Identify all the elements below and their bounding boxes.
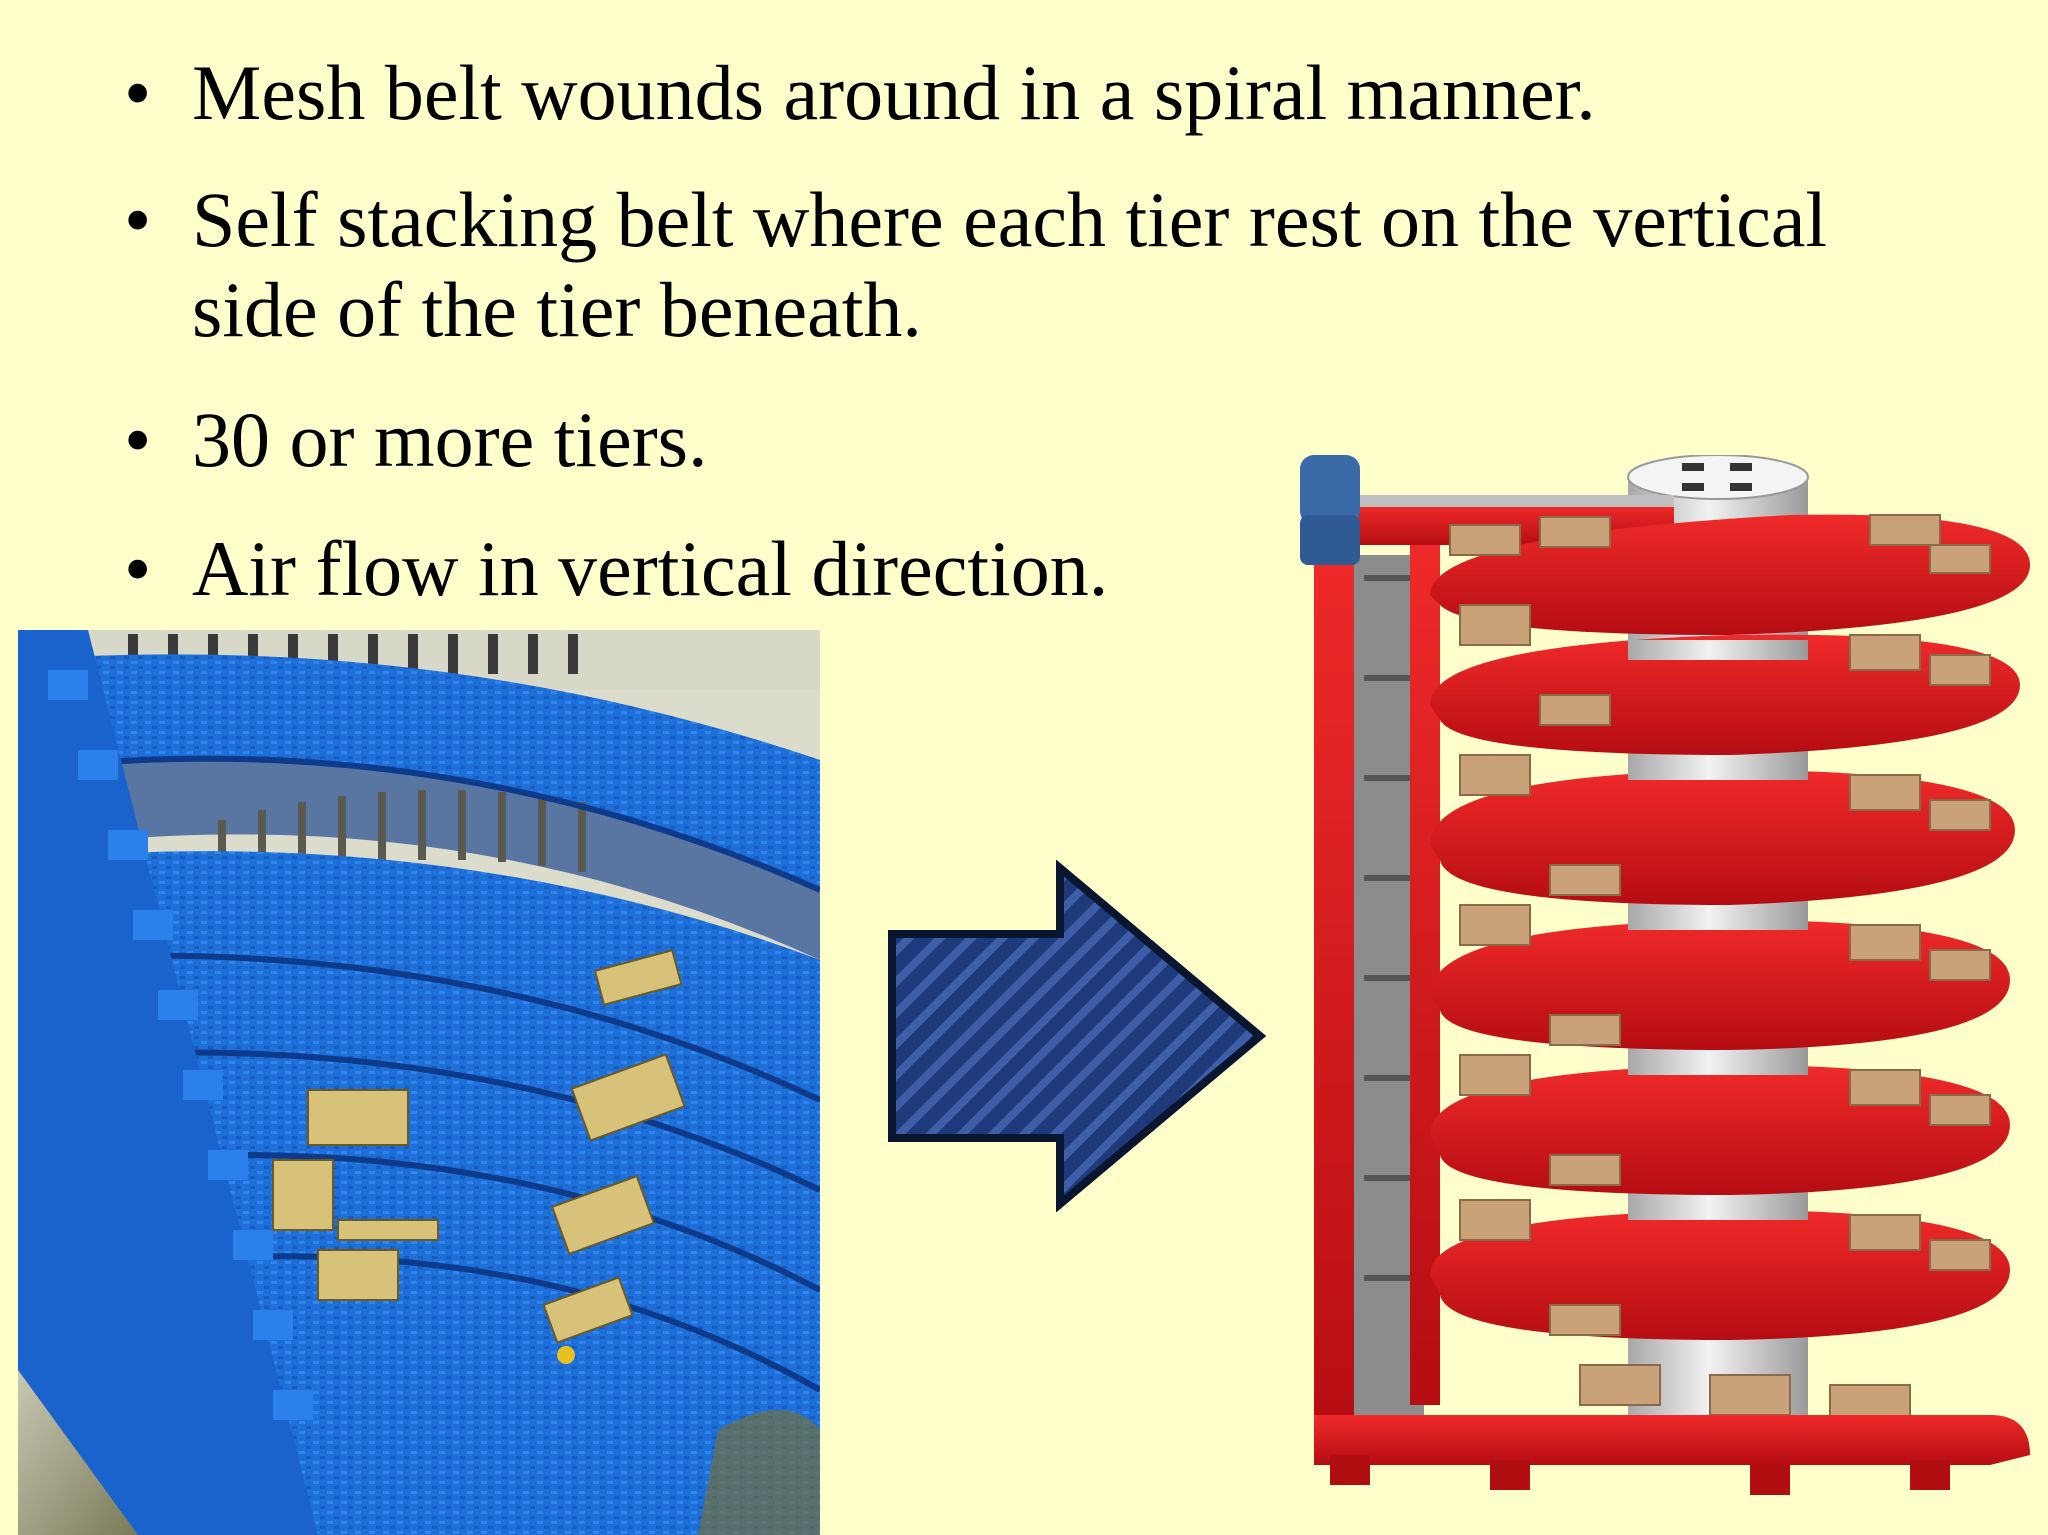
- bullet-dot: •: [124, 49, 152, 136]
- bullet-dot: •: [124, 525, 152, 612]
- bullet-text: 30 or more tiers.: [192, 396, 708, 483]
- bullet-text: Air flow in vertical direction.: [192, 525, 1109, 612]
- bullet-text: Self stacking belt where each tier rest …: [192, 176, 1828, 263]
- bullet-dot: •: [124, 396, 152, 483]
- mesh-belt-photo: [18, 630, 820, 1535]
- bullet-text-continued: side of the tier beneath.: [192, 266, 922, 353]
- right-arrow-icon: [888, 859, 1268, 1213]
- bullet-text: Mesh belt wounds around in a spiral mann…: [192, 49, 1596, 136]
- spiral-conveyor-illustration: [1290, 454, 2030, 1510]
- bullet-dot: •: [124, 176, 152, 263]
